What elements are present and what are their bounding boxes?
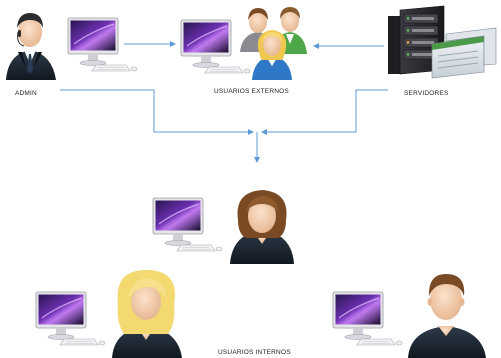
connector-admin-to-center xyxy=(60,89,254,135)
server-rack-icon xyxy=(388,5,497,79)
computer-monitor-icon xyxy=(152,197,223,252)
label-external-users: USUARIOS EXTERNOS xyxy=(214,88,289,95)
computer-monitor-icon xyxy=(35,291,106,346)
label-admin: ADMIN xyxy=(15,90,37,97)
woman-user-icon xyxy=(112,270,182,358)
user-group-icon xyxy=(240,7,307,80)
admin-user-icon xyxy=(6,13,56,80)
computer-monitor-icon xyxy=(332,291,403,346)
connectors xyxy=(60,41,388,163)
label-servers: SERVIDORES xyxy=(404,90,449,97)
computer-monitor-icon xyxy=(180,19,251,74)
man-user-icon xyxy=(408,274,486,358)
woman-user-icon xyxy=(230,190,294,264)
connector-servers-to-center xyxy=(261,89,388,135)
label-internal-users: USUARIOS INTERNOS xyxy=(218,349,291,356)
